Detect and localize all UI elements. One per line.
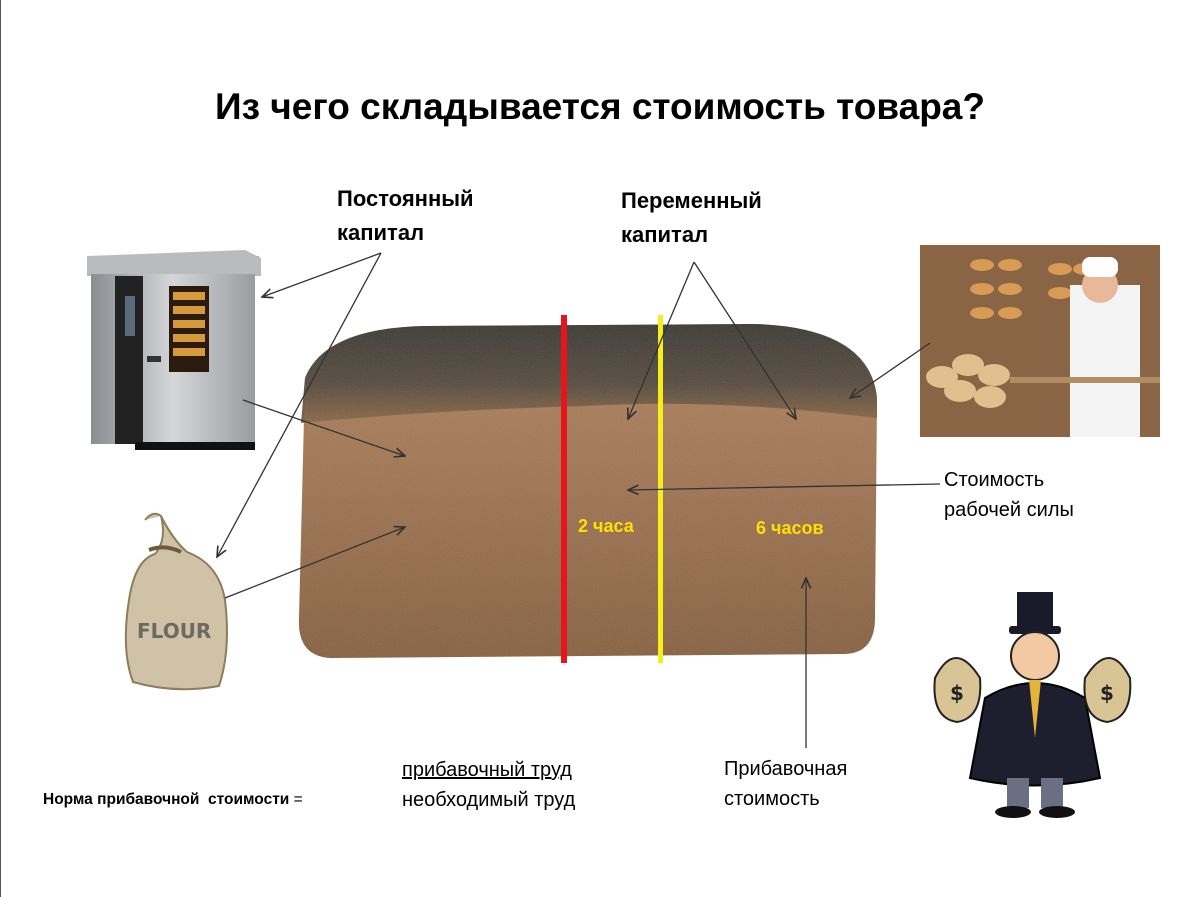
surplus-rate-text: Норма прибавочной стоимости <box>43 791 290 808</box>
labor-value-label: Стоимость рабочей силы <box>944 465 1074 525</box>
variable-capital-line2: капитал <box>621 222 709 247</box>
arrow-variable-to-crust-right <box>693 261 796 419</box>
equals-sign: = <box>293 791 303 808</box>
arrow-constant-to-flour <box>217 252 382 557</box>
baker-image <box>920 245 1160 437</box>
variable-capital-label: Переменный капитал <box>621 184 762 252</box>
hours-necessary-label: 2 часа <box>578 516 634 536</box>
fraction-numerator: прибавочный труд <box>402 759 572 781</box>
surplus-value-label: Прибавочная стоимость <box>724 754 847 814</box>
fraction-denominator: необходимый труд <box>402 789 576 811</box>
flour-bag-image: FLOUR <box>124 512 228 691</box>
surplus-value-line1: Прибавочная <box>724 758 848 780</box>
surplus-rate-formula-label: Норма прибавочной стоимости = <box>43 791 303 809</box>
constant-capital-line1: Постоянный <box>337 186 474 211</box>
arrow-flour-to-bread <box>224 527 405 599</box>
bread-loaf-image <box>298 324 877 658</box>
constant-capital-label: Постоянный капитал <box>337 182 474 250</box>
hours-surplus-label: 6 часов <box>756 518 824 538</box>
svg-text:$: $ <box>1100 681 1114 705</box>
arrow-variable-to-crust-left <box>628 261 695 419</box>
labor-value-line2: рабочей силы <box>944 499 1074 521</box>
constant-capital-line2: капитал <box>337 220 425 245</box>
necessary-labor-divider <box>561 315 567 663</box>
left-border <box>0 0 1 897</box>
capitalist-image: $ $ <box>933 592 1132 818</box>
svg-text:$: $ <box>950 681 964 705</box>
arrow-constant-to-oven <box>262 252 382 297</box>
flour-text: FLOUR <box>137 619 211 643</box>
surplus-rate-fraction: прибавочный труд необходимый труд <box>402 755 575 815</box>
oven-image <box>87 250 261 450</box>
arrow-labor-value <box>628 483 941 490</box>
variable-capital-line1: Переменный <box>621 188 762 213</box>
labor-value-line1: Стоимость <box>944 469 1045 491</box>
arrow-baker-to-bread <box>850 342 931 398</box>
arrow-oven-to-bread <box>242 399 405 456</box>
page-title: Из чего складывается стоимость товара? <box>215 86 985 127</box>
surplus-value-line2: стоимость <box>724 788 820 810</box>
